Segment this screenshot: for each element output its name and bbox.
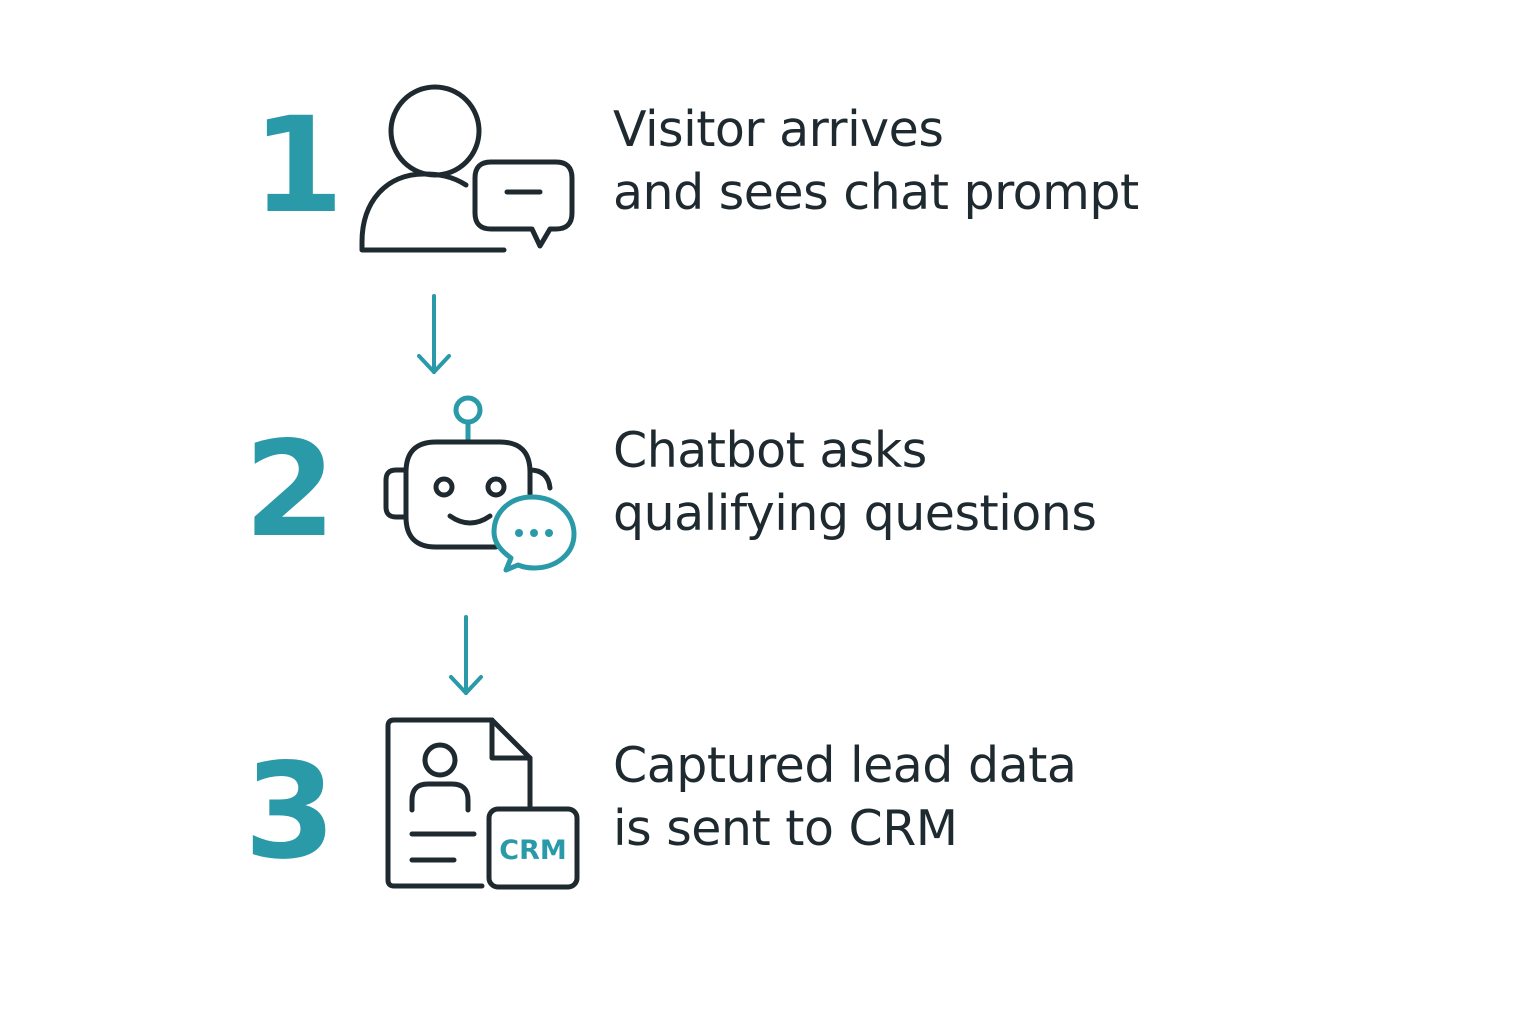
step-3-line-2: is sent to CRM — [613, 800, 958, 857]
crm-document-icon: CRM — [385, 717, 580, 890]
step-1-line-1: Visitor arrives — [613, 101, 944, 158]
visitor-chat-icon — [359, 84, 575, 253]
step-2-description: Chatbot asks qualifying questions — [613, 419, 1097, 545]
step-1-description: Visitor arrives and sees chat prompt — [613, 98, 1139, 224]
step-2-line-1: Chatbot asks — [613, 422, 927, 479]
chatbot-robot-icon — [383, 395, 577, 573]
arrow-down-icon — [417, 294, 451, 374]
step-3-number: 3 — [244, 735, 336, 889]
step-1-number: 1 — [252, 89, 344, 243]
arrow-down-icon — [449, 615, 483, 695]
crm-badge-label: CRM — [499, 835, 566, 866]
step-3-description: Captured lead data is sent to CRM — [613, 734, 1077, 860]
step-2-line-2: qualifying questions — [613, 485, 1097, 542]
step-1-line-2: and sees chat prompt — [613, 164, 1139, 221]
step-2-number: 2 — [244, 413, 336, 567]
step-3-line-1: Captured lead data — [613, 737, 1077, 794]
